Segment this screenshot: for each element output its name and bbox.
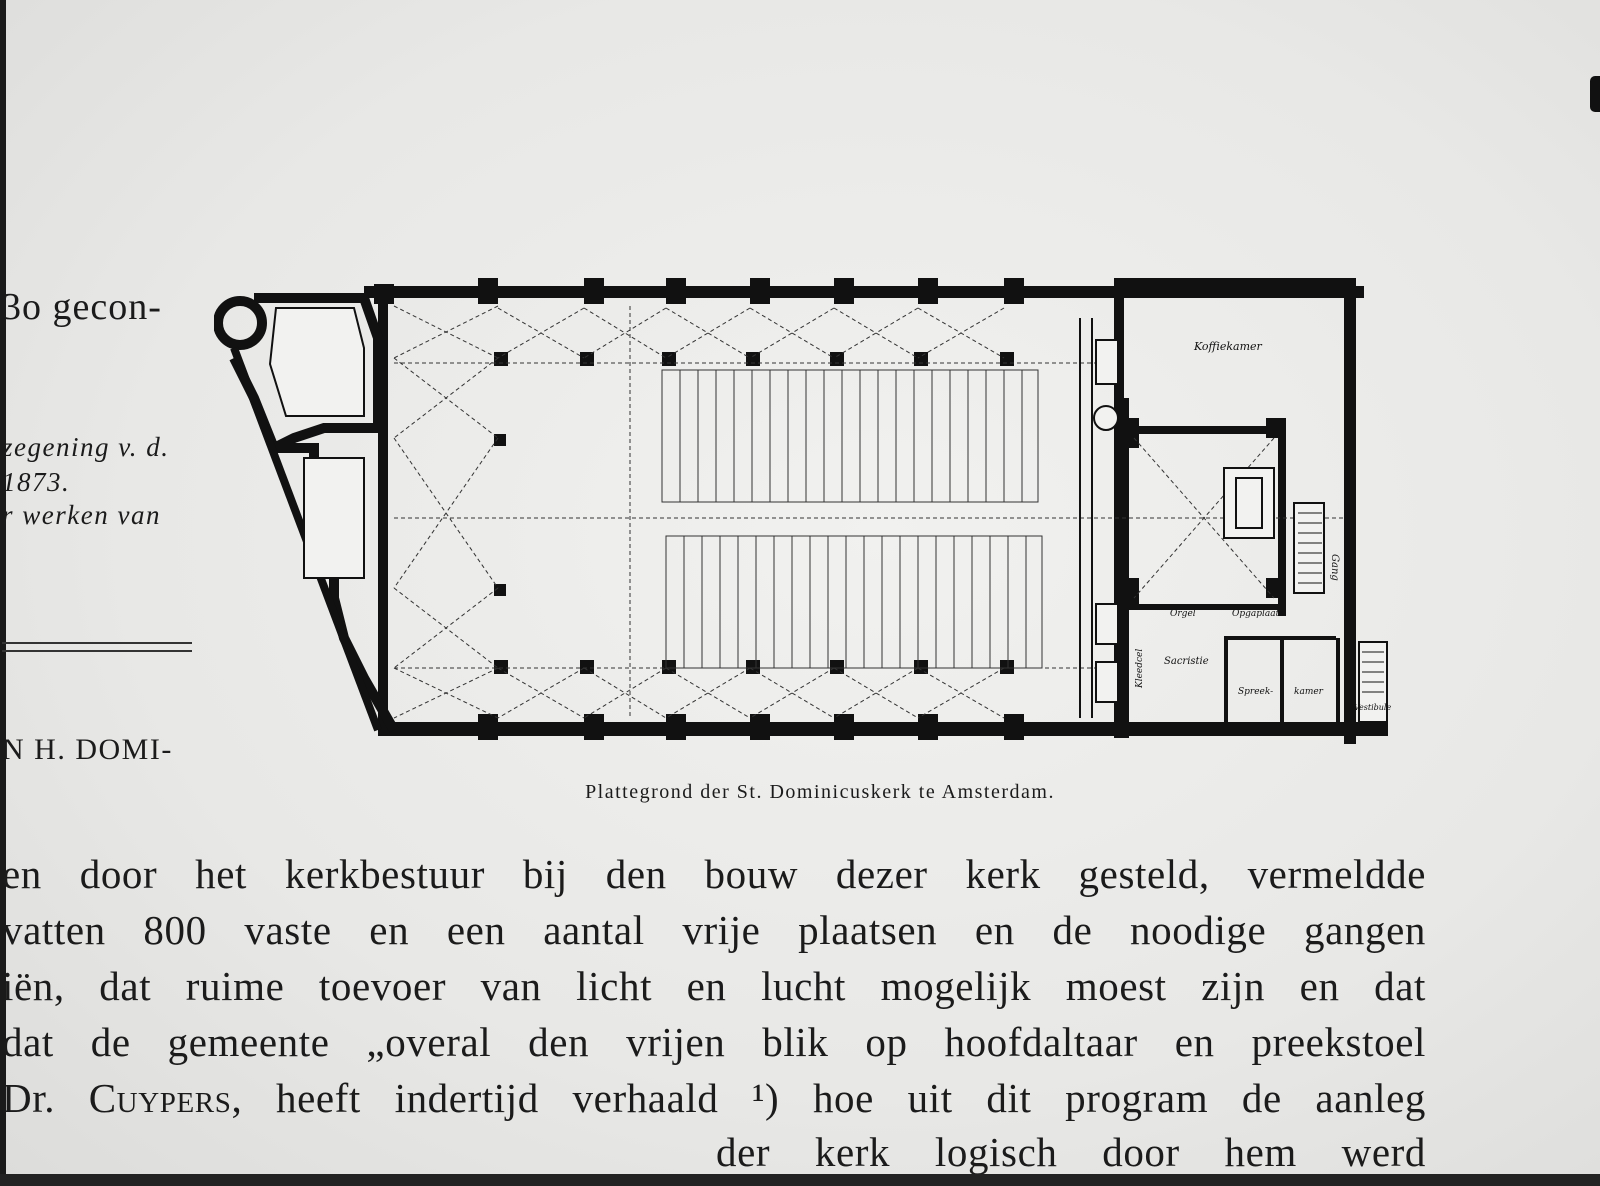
side-text-line-1: 3o gecon- xyxy=(2,286,162,328)
section-rule-top xyxy=(2,642,192,644)
room-labels: Koffiekamer Gang Orgel Opgaplaats Sacris… xyxy=(1135,340,1391,712)
body-line-1: en door het kerkbestuur bij den bouw dez… xyxy=(2,851,1426,897)
room-label-9: Vestibule xyxy=(1354,703,1391,712)
binding-mark xyxy=(1590,76,1600,112)
room-label-6: Spreek- xyxy=(1238,687,1273,697)
room-label-4: Opgaplaats xyxy=(1232,609,1284,619)
altar-rails xyxy=(1079,318,1388,723)
plan-caption: Plattegrond der St. Dominicuskerk te Ams… xyxy=(585,781,1055,803)
room-label-8: Kleedcel xyxy=(1135,649,1145,689)
body-line-5: Dr. Cuypers, heeft indertijd verhaald ¹)… xyxy=(2,1074,1426,1122)
pews xyxy=(661,369,1043,669)
body-line-5-rest: , heeft indertijd verhaald ¹) hoe uit di… xyxy=(231,1075,1426,1121)
room-label-3: Orgel xyxy=(1170,609,1196,619)
room-label-5: Sacristie xyxy=(1164,656,1209,667)
author-name: Cuypers xyxy=(88,1075,232,1121)
side-text-line-4: r werken van xyxy=(2,500,161,530)
church-floor-plan: Koffiekamer Gang Orgel Opgaplaats Sacris… xyxy=(214,278,1391,744)
plan-piers xyxy=(374,278,1286,740)
page-left-edge xyxy=(0,0,6,1186)
room-label-1: Koffiekamer xyxy=(1193,340,1263,353)
room-label-2: Gang xyxy=(1329,554,1340,581)
body-line-2: vatten 800 vaste en een aantal vrije pla… xyxy=(2,907,1426,953)
side-text-line-2: zegening v. d. xyxy=(2,432,170,462)
body-line-6: der kerk logisch door hem werd xyxy=(716,1129,1426,1175)
section-rule-bottom xyxy=(2,650,192,652)
body-line-3: iën, dat ruime toevoer van licht en luch… xyxy=(2,963,1426,1009)
stair-treads xyxy=(1298,512,1384,693)
page-bottom-edge xyxy=(0,1174,1600,1186)
tower-inner xyxy=(268,307,365,579)
body-line-4: dat de gemeente „overal den vrijen blik … xyxy=(2,1019,1426,1065)
side-text-line-3: 1873. xyxy=(2,467,71,497)
body-line-5-prefix: Dr. xyxy=(2,1075,89,1121)
section-heading: N H. DOMI- xyxy=(2,733,173,766)
vault-ribs xyxy=(393,305,1344,719)
room-label-7: kamer xyxy=(1294,687,1324,697)
plan-walls xyxy=(364,278,1388,744)
